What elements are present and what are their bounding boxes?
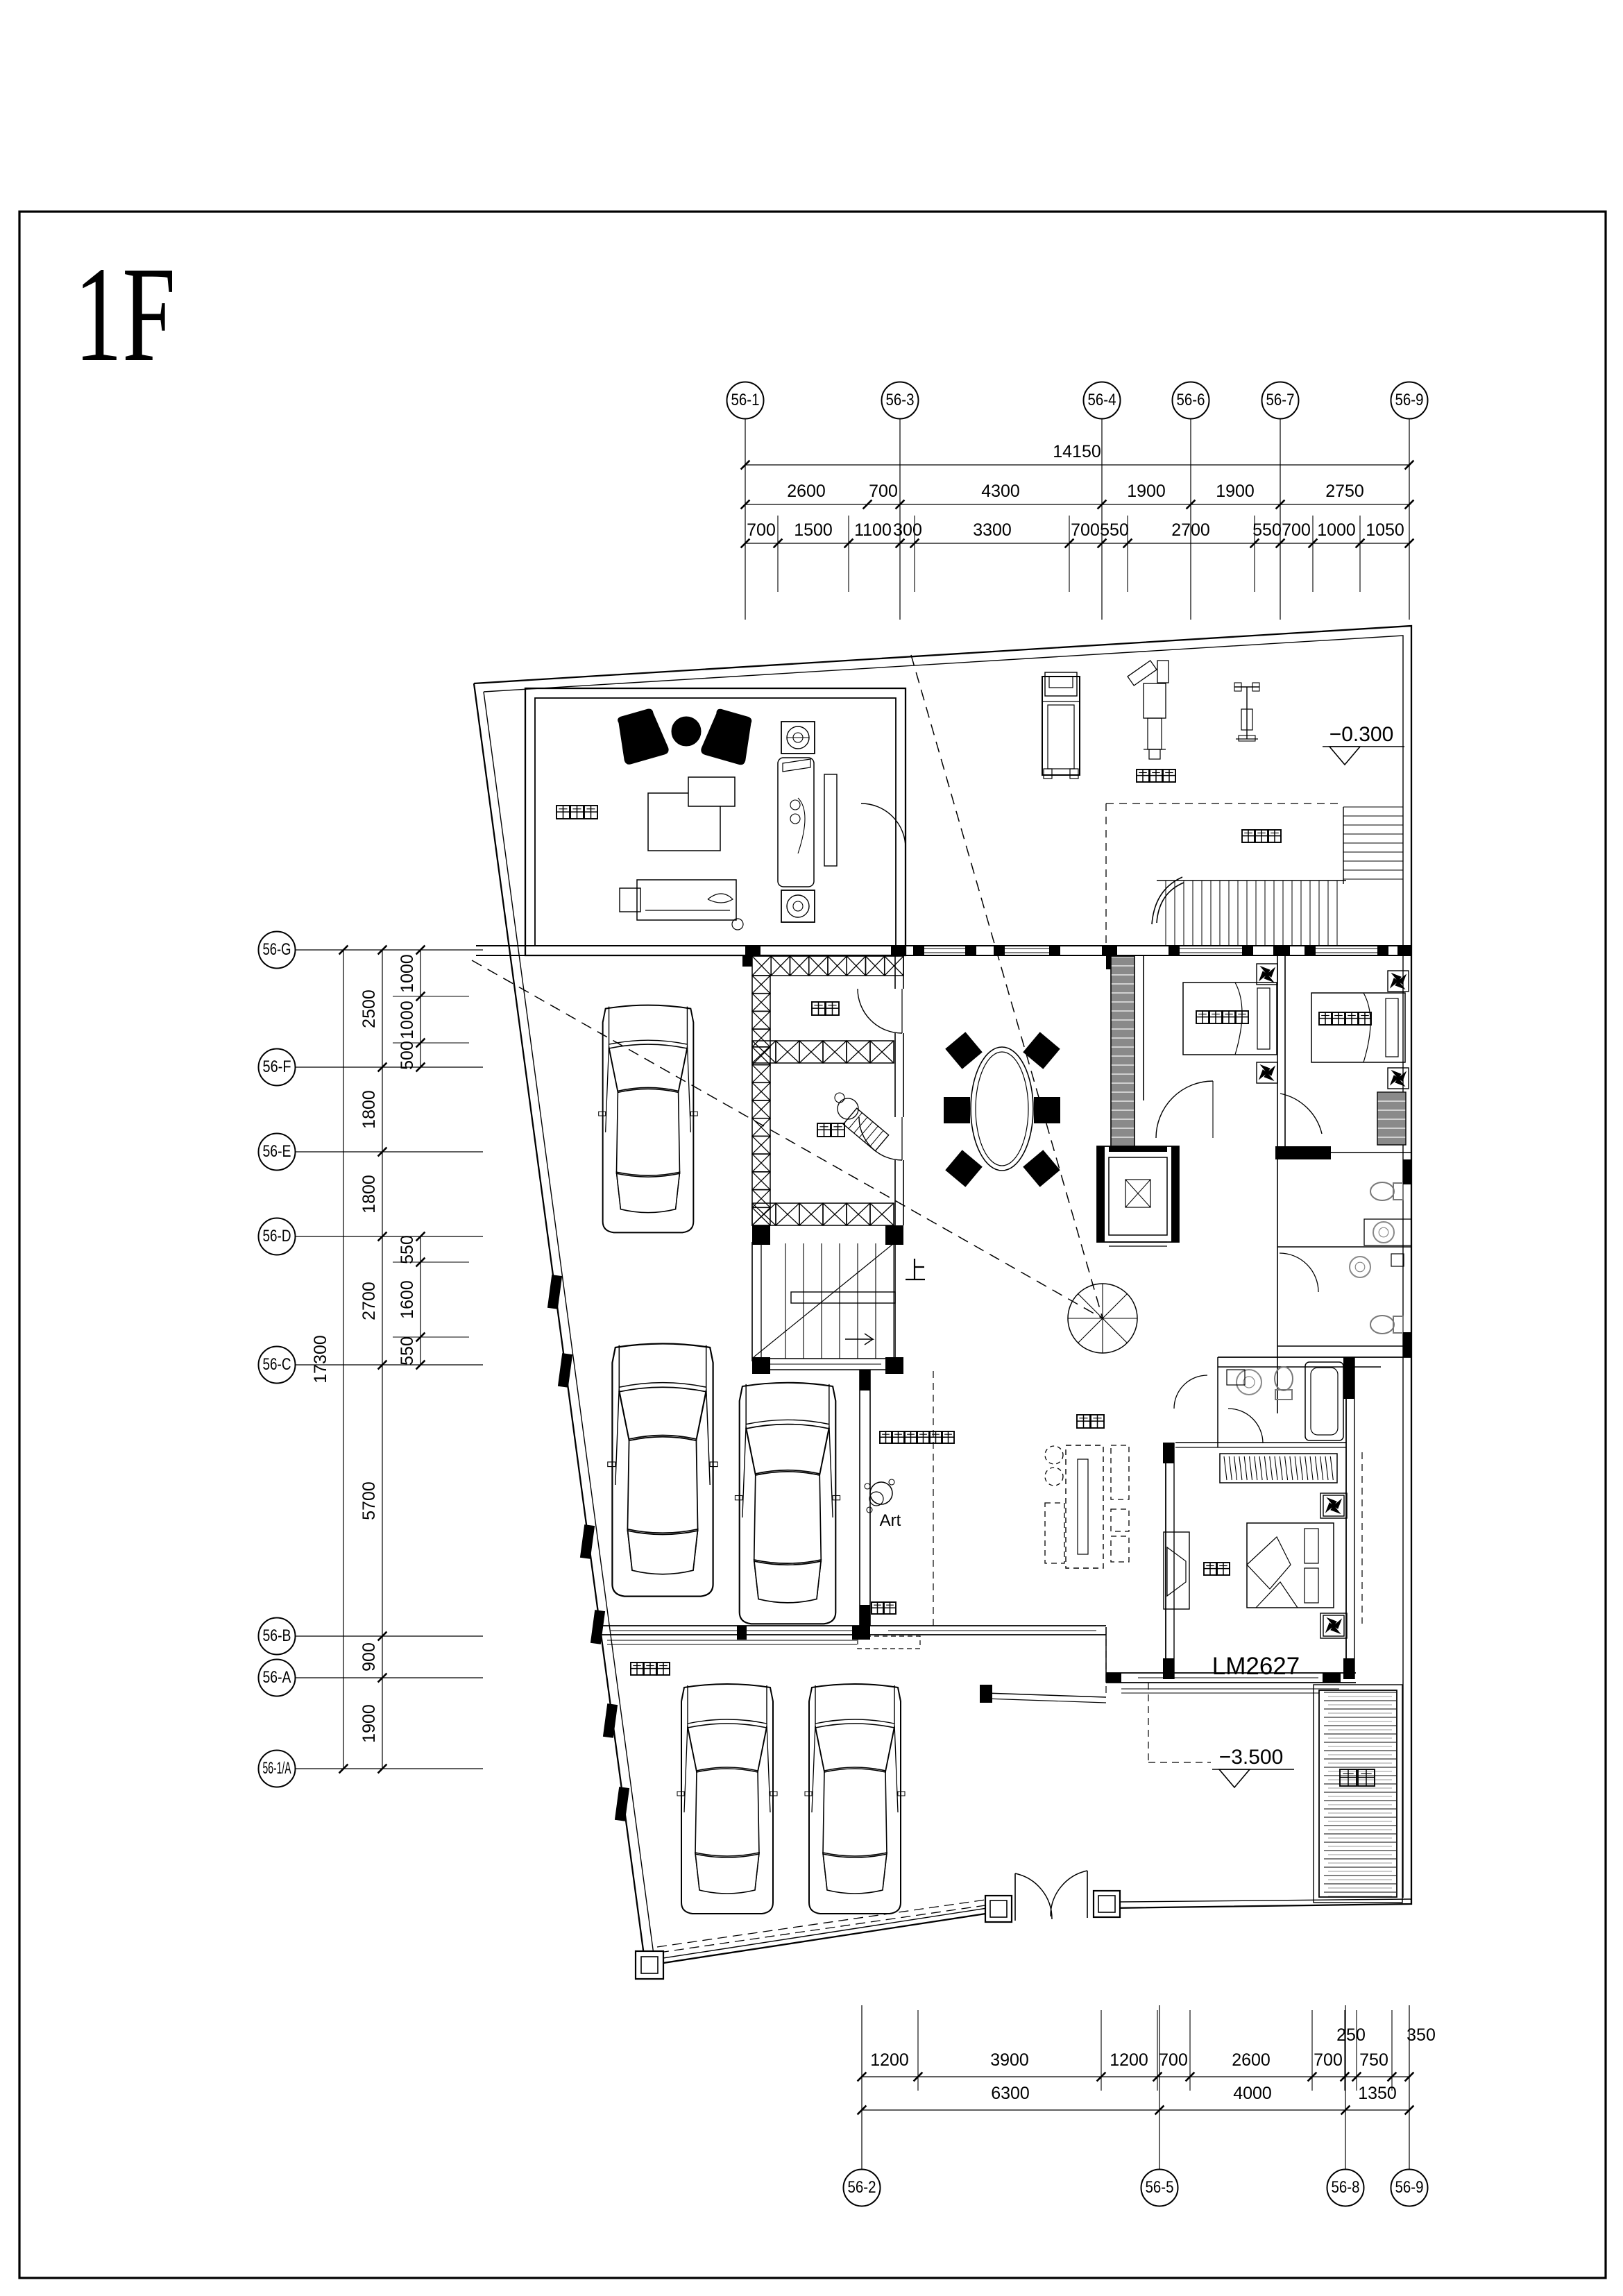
svg-text:56-C: 56-C (263, 1355, 291, 1374)
svg-text:1900: 1900 (1216, 482, 1255, 501)
svg-text:700: 700 (869, 482, 898, 501)
svg-text:1800: 1800 (359, 1090, 379, 1129)
svg-text:1600: 1600 (398, 1280, 417, 1319)
svg-text:4300: 4300 (981, 482, 1020, 501)
svg-text:550: 550 (1252, 520, 1282, 540)
svg-text:LM2627: LM2627 (1212, 1653, 1300, 1680)
svg-text:300: 300 (893, 520, 922, 540)
svg-text:56-5: 56-5 (1146, 2178, 1174, 2197)
svg-text:550: 550 (1100, 520, 1129, 540)
svg-text:56-G: 56-G (263, 940, 291, 959)
svg-text:Art: Art (880, 1511, 901, 1530)
svg-text:2700: 2700 (1171, 520, 1210, 540)
svg-text:1000: 1000 (1317, 520, 1356, 540)
svg-text:1900: 1900 (359, 1704, 379, 1743)
svg-text:350: 350 (1407, 2025, 1436, 2045)
svg-text:1200: 1200 (870, 2050, 909, 2070)
svg-text:1800: 1800 (359, 1175, 379, 1214)
svg-text:2600: 2600 (1232, 2050, 1271, 2070)
svg-text:56-4: 56-4 (1088, 391, 1116, 409)
svg-text:5700: 5700 (359, 1481, 379, 1520)
svg-text:700: 700 (1282, 520, 1311, 540)
svg-text:3300: 3300 (973, 520, 1012, 540)
svg-text:1100: 1100 (854, 520, 892, 540)
svg-text:550: 550 (398, 1336, 417, 1366)
svg-text:750: 750 (1359, 2050, 1388, 2070)
svg-text:56-1: 56-1 (731, 391, 760, 409)
svg-text:56-9: 56-9 (1395, 391, 1424, 409)
svg-text:900: 900 (359, 1642, 379, 1672)
svg-text:1500: 1500 (794, 520, 833, 540)
svg-text:1000: 1000 (398, 1001, 417, 1039)
svg-text:700: 700 (1314, 2050, 1343, 2070)
svg-text:700: 700 (1071, 520, 1100, 540)
svg-text:3900: 3900 (990, 2050, 1029, 2070)
svg-text:17300: 17300 (311, 1335, 330, 1384)
svg-text:56-6: 56-6 (1177, 391, 1205, 409)
svg-text:6300: 6300 (991, 2084, 1030, 2103)
svg-text:2600: 2600 (787, 482, 826, 501)
svg-text:1050: 1050 (1366, 520, 1404, 540)
svg-text:700: 700 (747, 520, 776, 540)
svg-text:56-F: 56-F (263, 1057, 291, 1076)
svg-text:56-E: 56-E (263, 1142, 291, 1161)
svg-text:56-1/A: 56-1/A (263, 1759, 291, 1778)
svg-text:4000: 4000 (1233, 2084, 1272, 2103)
svg-text:56-2: 56-2 (848, 2178, 876, 2197)
svg-text:−0.300: −0.300 (1329, 723, 1394, 746)
svg-text:1350: 1350 (1358, 2084, 1397, 2103)
svg-text:56-B: 56-B (263, 1626, 291, 1645)
svg-text:2750: 2750 (1325, 482, 1364, 501)
svg-text:2500: 2500 (359, 989, 379, 1028)
svg-text:56-8: 56-8 (1332, 2178, 1360, 2197)
svg-text:14150: 14150 (1053, 442, 1101, 461)
svg-text:−3.500: −3.500 (1219, 1746, 1284, 1769)
svg-text:56-9: 56-9 (1395, 2178, 1424, 2197)
svg-text:250: 250 (1336, 2025, 1366, 2045)
svg-text:56-3: 56-3 (886, 391, 915, 409)
svg-text:56-D: 56-D (263, 1227, 291, 1245)
svg-text:1900: 1900 (1127, 482, 1166, 501)
svg-text:500: 500 (398, 1041, 417, 1070)
svg-text:56-7: 56-7 (1266, 391, 1295, 409)
svg-text:1000: 1000 (398, 954, 417, 993)
svg-text:1F: 1F (74, 238, 176, 390)
svg-text:2700: 2700 (359, 1282, 379, 1320)
svg-text:1200: 1200 (1110, 2050, 1148, 2070)
svg-text:700: 700 (1159, 2050, 1188, 2070)
svg-text:550: 550 (398, 1235, 417, 1264)
svg-text:56-A: 56-A (263, 1668, 291, 1687)
